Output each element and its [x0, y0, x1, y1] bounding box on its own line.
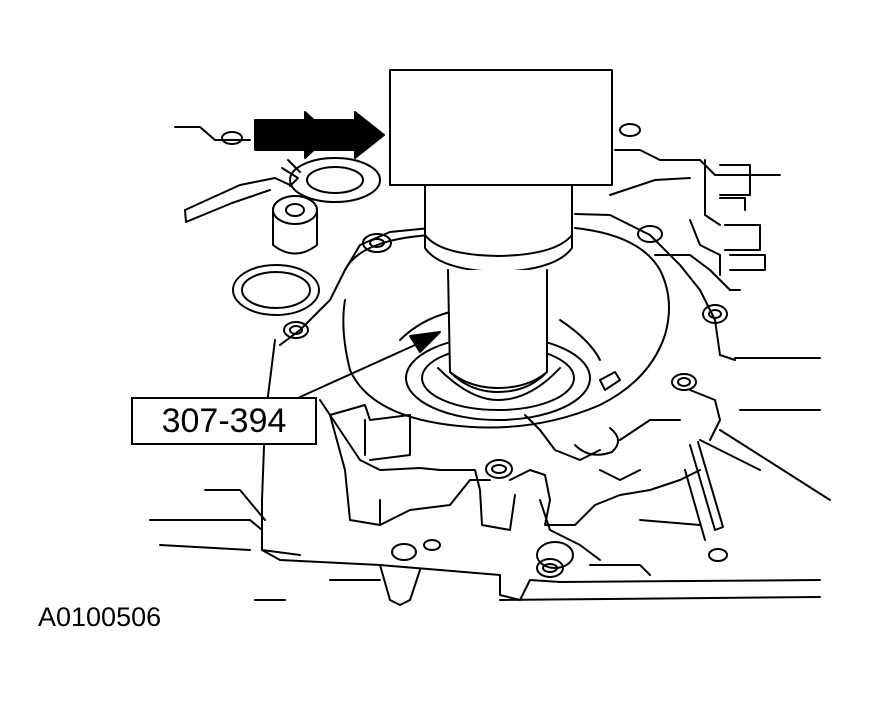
- figure-id-label: A0100506: [38, 602, 162, 632]
- tool-number-label: 307-394: [161, 401, 287, 440]
- upper-bore: [281, 157, 381, 203]
- upper-boss: [272, 195, 318, 255]
- tool-number-callout: 307-394: [131, 397, 317, 445]
- double-arrow-right-icon: [254, 111, 385, 159]
- case-outline: [149, 126, 831, 606]
- arrow-pointer-icon: [299, 331, 441, 398]
- o-ring: [232, 264, 320, 316]
- seal-installer-tool: [389, 69, 613, 401]
